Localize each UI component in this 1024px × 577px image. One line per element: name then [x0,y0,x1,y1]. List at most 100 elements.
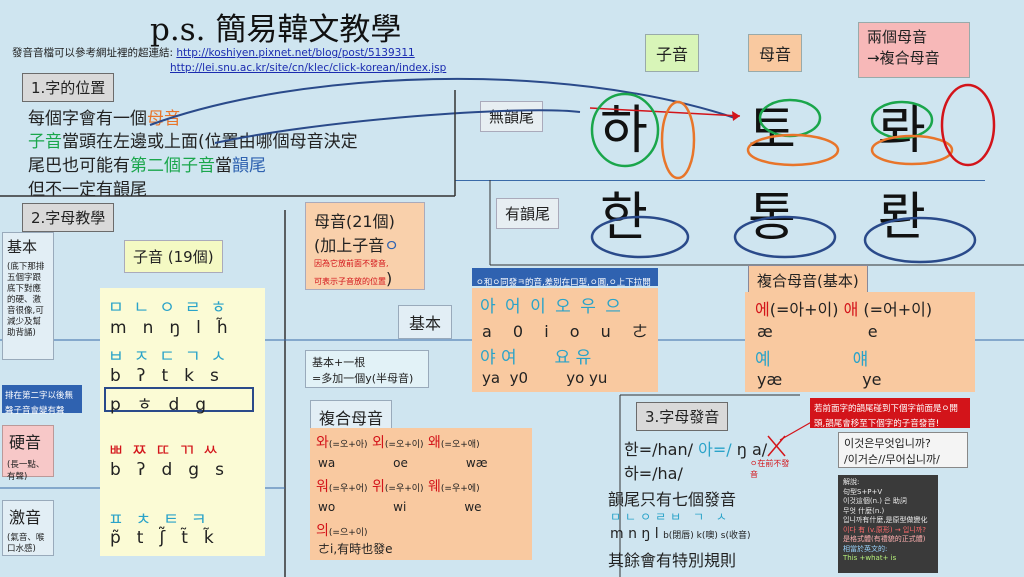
section3-line2: 하=/ha/ [624,464,683,483]
basic-box: 基本 (底下那排五個字跟底下對應的硬、激音很像,可減少及幫助背誦) [2,232,54,360]
section1-line2: 子音當頭在左邊或上面(位置由哪個母音決定 [28,127,358,152]
explain-l7: 是格式體(有禮貌的正式體) [843,535,926,543]
basic-vowel-row2-roman: ya y0 yo yu [482,369,608,387]
explain-l5: 입니까有什麼,是原型做變化 [843,516,928,524]
consonant-row2-hangul: ㅂㅈㄷㄱㅅ [108,347,237,367]
tag-consonant: 子音 [645,34,700,72]
section3-finals-roman: m n ŋ l b(閉唇) k(噢) s(收音) [610,526,751,542]
tag-two-vowels: 兩個母音 →複合母音 [858,22,970,78]
consonant-row1-hangul: ㅁㄴㅇㄹㅎ [108,298,237,318]
s1-text: 每個字會有一個 [28,109,147,129]
basic-vowel-note-box: ㅇ和ㅇ同發ㅋ的音,差別在口型,ㅇ圓,ㅇ上下拉開 [472,268,658,288]
basic-note: (底下那排五個字跟底下對應的硬、激音很像,可減少及幫助背誦) [7,262,45,338]
vowel-count-box: 母音(21個) (加上子音ㅇ 因為它放前面不發音, 可表示子音放的位置) [305,202,425,290]
vowel-count-sub: (加上子音ㅇ [314,236,399,255]
section3-line4: 其餘會有特別規則 [608,551,737,570]
aspirated-note: (氣音、喉口水感) [7,533,45,554]
s1-text: 當 [215,156,232,176]
explain-l8: 相當於英文的: [843,544,888,553]
compound-row3: 의(=으+이) [316,523,368,539]
vowel-count-note2: 可表示子音放的位置) [314,269,393,288]
consonant-title: 子音 (19個) [124,240,223,273]
aspirated-box: 激音 (氣音、喉口水感) [2,500,54,556]
explain-l2: 句型S+P+V [843,487,883,496]
compound-row1: 와(=오+아) 외(=오+이) 왜(=오+애) [316,435,480,451]
vowel-count-note1: 因為它放前面不發音, [314,259,389,268]
basic-vowel-row1-hangul: 아 어 이 오 우 으 [480,297,621,317]
section3-line1: 한=/han/ 아=/ ŋ a/ [624,440,768,459]
hard-title: 硬音 [9,433,42,452]
s1-consonant-word: 子音 [28,132,62,152]
consonant-row5-roman: p̃tʃ̃t̃k̃ [110,528,230,548]
section3-red-note: ㅇ在前不發音 [750,459,790,479]
tag-two-vowels-l1: 兩個母音 [867,28,928,46]
second-note: 排在第二字以後無聲子音會變有聲 [5,391,74,416]
consonant-row5-hangul: ㅍㅊㅌㅋ [108,510,219,530]
section3-finals-hangul: ㅁㄴㅇㄹㅂ ㄱ ㅅ [610,510,731,524]
section2-label: 2.字母教學 [22,203,115,232]
vowel-count-title: 母音(21個) [314,212,395,231]
links-prefix: 發音音檔可以參考網址裡的超連結: [12,47,177,59]
red-rule-box: 若前面字的韻尾碰到下個字前面是ㅇ開頭,韻尾會移至下個字的子音發音! [810,398,970,429]
hangul-to: 토 [748,101,796,161]
plus-box-l2: =多加一個y(半母音) [312,372,414,385]
consonant-row1-roman: mnŋlh̃ [110,318,244,338]
audio-links-line1: 發音音檔可以參考網址裡的超連結: http://koshiyen.pixnet.… [12,45,415,60]
compound-basic-label: 複合母音(基本) [748,265,868,296]
plus-box-l1: 基本+一根 [312,356,366,369]
compound-basic-row1: 에(=아+이) 애 (=어+이) [755,300,933,319]
voiced-row-box [104,387,254,412]
link-url-2[interactable]: http://lei.snu.ac.kr/site/cn/klec/click-… [170,62,447,74]
red-rule-text: 若前面字的韻尾碰到下個字前面是ㅇ開頭,韻尾會移至下個字的子音發音! [814,404,958,429]
s1-text: 當頭在左邊或上面(位置由哪個母音決定 [62,132,358,152]
explain-l6: 이다 有 (v.原形) → 입니까? [843,525,926,534]
compound-roman3: ㄜi,有時也發e [318,542,393,556]
divider-top-right [455,180,985,181]
tag-vowel: 母音 [748,34,803,72]
aspirated-title: 激音 [9,508,42,527]
basic-vowel-table [472,288,658,392]
tag-two-vowels-l2: →複合母音 [867,49,940,67]
compound-table [310,428,532,560]
explain-l3: 이것這個(n.) 은 助詞 [843,497,907,505]
explain-l4: 무엇 什麼(n.) [843,506,885,515]
hard-note: (長一點、有聲) [7,460,45,482]
consonant-table [100,288,265,556]
s1-second-consonant: 第二個子音 [130,156,215,176]
consonant-row2-roman: bʔtks [110,366,235,386]
audio-links-line2: http://lei.snu.ac.kr/site/cn/klec/click-… [170,62,446,74]
link-url-1[interactable]: http://koshiyen.pixnet.net/blog/post/513… [176,47,415,59]
example-box: 이것은무엇입니까? /이거슨//무어십니까/ [838,432,968,468]
compound-basic-table [745,292,975,392]
basic-vowel-row1-roman: a 0 i o u ㄜ [482,322,648,341]
explain-box: 解說: 句型S+P+V 이것這個(n.) 은 助詞 무엇 什麼(n.) 입니까有… [838,475,938,573]
section1-label: 1.字的位置 [22,73,115,102]
section1-line3: 尾巴也可能有第二個子音當韻尾 [28,151,266,176]
label-with-final: 有韻尾 [496,198,560,229]
section3-line3: 韻尾只有七個發音 [608,490,737,509]
label-no-final: 無韻尾 [480,101,544,132]
example-l1: 이것은무엇입니까? [844,437,931,450]
basic-title: 基本 [7,238,38,256]
plus-box: 基本+一根 =多加一個y(半母音) [305,350,429,388]
basic-vowel-row2-hangul: 야 여 요 유 [480,348,592,368]
hangul-rwa: 롸 [878,101,926,161]
consonant-row4-hangul: ㅃㅉㄸㄲㅆ [108,441,227,461]
section1-line4: 但不一定有韻尾 [28,180,147,200]
explain-l1: 解說: [843,478,860,486]
second-note-box: 排在第二字以後無聲子音會變有聲 [2,385,82,416]
hard-box: 硬音 (長一點、有聲) [2,425,54,482]
s1-final-word: 韻尾 [232,156,266,176]
page-title: p.s. 簡易韓文教學 [150,12,402,48]
basic-vowel-note: ㅇ和ㅇ同發ㅋ的音,差別在口型,ㅇ圓,ㅇ上下拉開 [476,278,651,288]
basic-vowel-label: 基本 [398,305,453,339]
explain-l9: This +what+ is [843,554,897,562]
consonant-row3-roman: pㅎdg [110,395,223,415]
s1-text: 尾巴也可能有 [28,156,130,176]
consonant-row4-roman: bʔdgs [110,460,240,480]
